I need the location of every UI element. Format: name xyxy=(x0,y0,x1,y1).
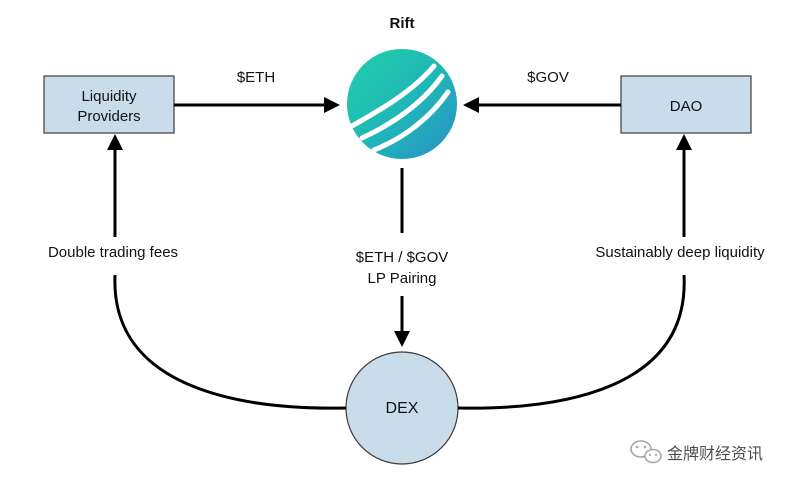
dao-node: DAO xyxy=(620,75,752,134)
dao-box xyxy=(620,75,752,134)
watermark: 金牌财经资讯 xyxy=(630,440,763,464)
watermark-text: 金牌财经资讯 xyxy=(667,445,763,463)
arrow-eth-to-rift: $ETH xyxy=(174,69,340,113)
dex-node: DEX xyxy=(345,351,459,465)
liquidity-providers-label-line2: Providers xyxy=(77,108,140,125)
arrow-liquidity-head xyxy=(676,134,692,150)
liquidity-providers-label-line1: Liquidity xyxy=(81,88,137,105)
rift-logo-stripe-2 xyxy=(359,73,445,141)
diagram-title: Rift xyxy=(390,15,415,32)
arrow-dex-to-dao: Sustainably deep liquidity xyxy=(457,134,765,410)
arrow-fees-curve xyxy=(113,274,347,410)
arrow-rift-to-dex: $ETH / $GOV LP Pairing xyxy=(356,168,449,347)
arrow-eth-head xyxy=(324,97,340,113)
pairing-label-line1: $ETH / $GOV xyxy=(356,249,449,266)
rift-logo xyxy=(347,49,457,159)
arrow-pairing-head xyxy=(394,331,410,347)
rift-logo-stripe-3 xyxy=(371,89,451,153)
wechat-icon xyxy=(630,440,662,464)
pairing-label-line2: LP Pairing xyxy=(368,270,437,287)
liquidity-providers-node: Liquidity Providers xyxy=(43,75,175,134)
arrow-dex-to-lp: Double trading fees xyxy=(48,134,347,410)
dao-label: DAO xyxy=(670,98,703,115)
eth-label: $ETH xyxy=(237,69,275,86)
arrow-gov-head xyxy=(463,97,479,113)
fees-label: Double trading fees xyxy=(48,244,178,261)
rift-logo-stripe-1 xyxy=(349,63,437,129)
dex-label: DEX xyxy=(386,400,419,417)
arrow-fees-head xyxy=(107,134,123,150)
liquidity-providers-box xyxy=(43,75,175,134)
gov-label: $GOV xyxy=(527,69,569,86)
arrow-gov-to-rift: $GOV xyxy=(463,69,621,113)
arrow-liquidity-curve xyxy=(457,274,686,410)
liquidity-label: Sustainably deep liquidity xyxy=(595,244,765,261)
